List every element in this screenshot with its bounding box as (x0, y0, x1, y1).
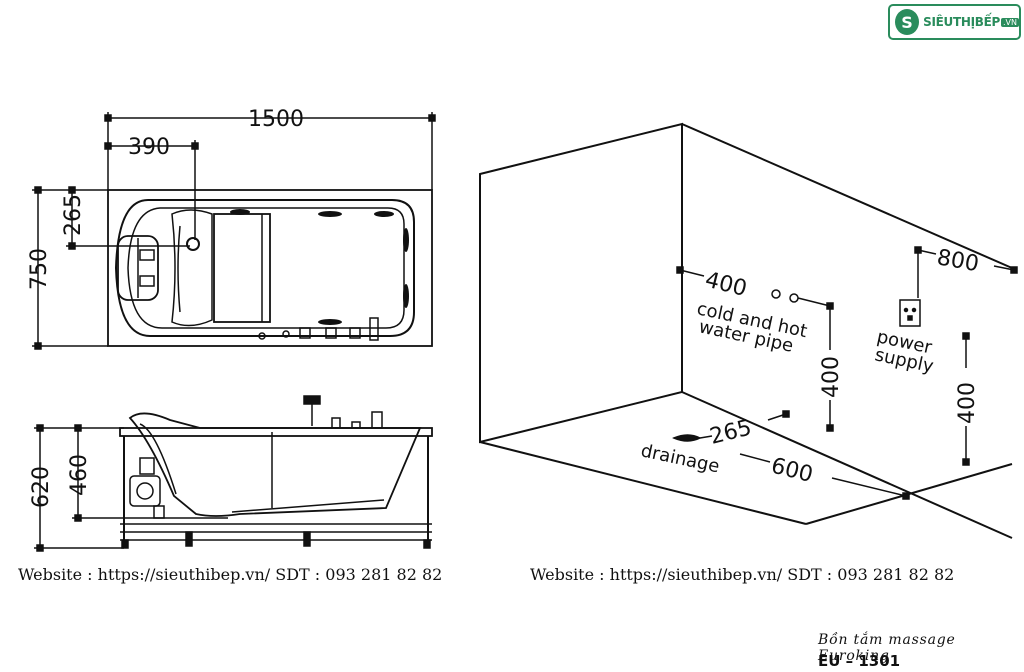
dim-label-265: 265 (61, 194, 86, 236)
top-view (32, 112, 436, 350)
footer-contact-left: Website : https://sieuthibep.vn/ SDT : 0… (18, 565, 443, 584)
dim-label-460: 460 (67, 454, 92, 496)
dim-label-750: 750 (27, 248, 52, 290)
dim-label-620: 620 (29, 466, 54, 508)
logo-suffix: .VN (1001, 17, 1019, 27)
dim-label-drain-265: 265 (707, 415, 754, 449)
dim-label-pipe-height-400: 400 (819, 356, 844, 398)
installation-view (479, 122, 1018, 539)
logo-text: SIÊUTHỊBẾP (923, 15, 1000, 29)
dim-label-power-800: 800 (935, 245, 981, 277)
product-name: Bồn tắm massage Euroking (818, 632, 956, 664)
tub-outline-top (107, 189, 433, 347)
dim-label-390: 390 (128, 135, 170, 160)
product-model: EU – 1301 (818, 652, 901, 670)
dim-label-drain-600: 600 (769, 454, 816, 488)
footer-contact-right: Website : https://sieuthibep.vn/ SDT : 0… (530, 565, 955, 584)
dim-label-1500: 1500 (248, 107, 304, 132)
logo-mark-icon: S (895, 9, 920, 35)
dim-label-power-height-400: 400 (955, 382, 980, 424)
brand-logo: S SIÊUTHỊBẾP .VN (888, 4, 1021, 40)
dim-label-pipe-400: 400 (703, 268, 750, 302)
drainage-label: drainage (639, 440, 721, 477)
side-view (34, 395, 433, 552)
